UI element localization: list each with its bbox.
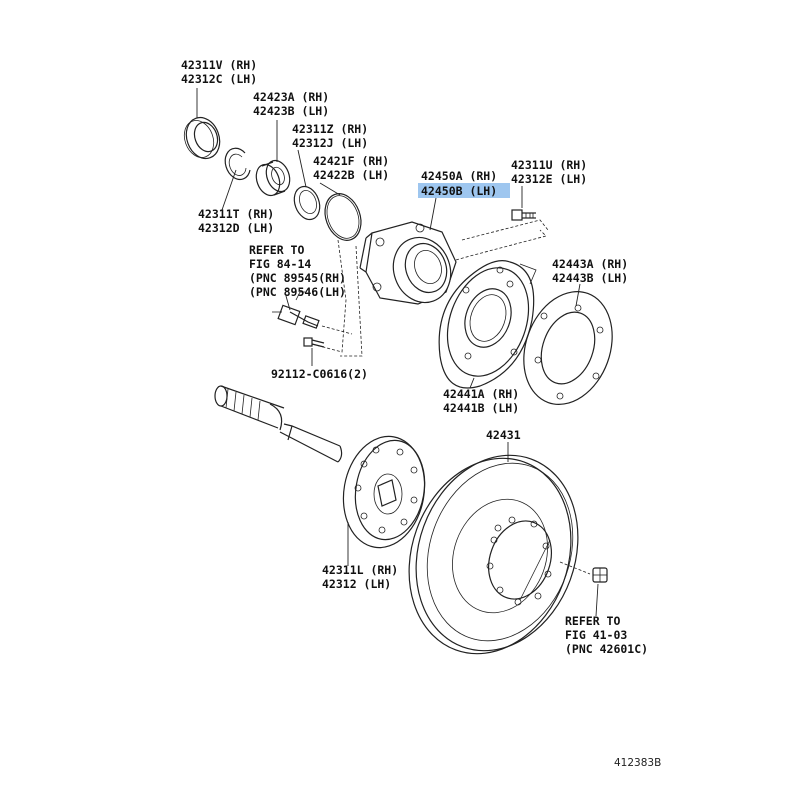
label-42423a[interactable]: 42423A (RH) [253, 90, 329, 104]
label-42443b[interactable]: 42443B (LH) [552, 271, 628, 285]
label-92112[interactable]: 92112-C0616(2) [271, 367, 368, 381]
label-42441b[interactable]: 42441B (LH) [443, 401, 519, 415]
label-42443a[interactable]: 42443A (RH) [552, 257, 628, 271]
snap-ring-part[interactable] [224, 147, 251, 181]
gasket-part[interactable] [509, 279, 628, 417]
speed-sensor-part[interactable] [272, 291, 320, 329]
label-42441a[interactable]: 42441A (RH) [443, 387, 519, 401]
label-42312c[interactable]: 42312C (LH) [181, 72, 257, 86]
label-42312d[interactable]: 42312D (LH) [198, 221, 274, 235]
spacer-ring-part[interactable] [290, 183, 324, 223]
label-42431[interactable]: 42431 [486, 428, 521, 442]
oil-seal-part[interactable] [179, 113, 225, 163]
figure-id: 412383B [614, 757, 661, 769]
label-42312[interactable]: 42312 (LH) [322, 577, 391, 591]
label-42421f[interactable]: 42421F (RH) [313, 154, 389, 168]
label-42311z[interactable]: 42311Z (RH) [292, 122, 368, 136]
part-labels: 42311V (RH) 42312C (LH) 42423A (RH) 4242… [181, 58, 661, 769]
assembly-guide-lines [311, 219, 549, 357]
label-ref2-line3[interactable]: (PNC 42601C) [565, 642, 648, 656]
label-ref1-line1: REFER TO [249, 243, 304, 257]
hub-bearing-assembly-part[interactable] [359, 221, 460, 311]
hub-bolt-part[interactable] [511, 209, 536, 221]
backing-plate-part[interactable] [433, 256, 543, 389]
label-42311u[interactable]: 42311U (RH) [511, 158, 587, 172]
o-ring-part[interactable] [319, 189, 367, 246]
sensor-bolt-part[interactable] [303, 337, 325, 348]
label-42312j[interactable]: 42312J (LH) [292, 136, 368, 150]
label-42311v[interactable]: 42311V (RH) [181, 58, 257, 72]
label-ref1-line3[interactable]: (PNC 89545(RH) [249, 271, 346, 285]
label-ref2-line2[interactable]: FIG 41-03 [565, 628, 627, 642]
selected-part-highlight [418, 183, 510, 198]
label-ref1-line4[interactable]: (PNC 89546(LH) [249, 285, 346, 299]
bearing-part[interactable] [252, 157, 294, 199]
label-42312e[interactable]: 42312E (LH) [511, 172, 587, 186]
label-42311t[interactable]: 42311T (RH) [198, 207, 274, 221]
label-ref1-line2[interactable]: FIG 84-14 [249, 257, 311, 271]
leader-lines [196, 88, 599, 617]
label-42450b[interactable]: 42450B (LH) [421, 184, 497, 198]
label-ref2-line1: REFER TO [565, 614, 620, 628]
axle-shaft-part[interactable] [214, 385, 433, 554]
label-42422b[interactable]: 42422B (LH) [313, 168, 389, 182]
brake-disc-part[interactable] [383, 432, 605, 676]
hub-nut-part[interactable] [592, 567, 608, 583]
label-42450a[interactable]: 42450A (RH) [421, 169, 497, 183]
label-42311l[interactable]: 42311L (RH) [322, 563, 398, 577]
label-42423b[interactable]: 42423B (LH) [253, 104, 329, 118]
